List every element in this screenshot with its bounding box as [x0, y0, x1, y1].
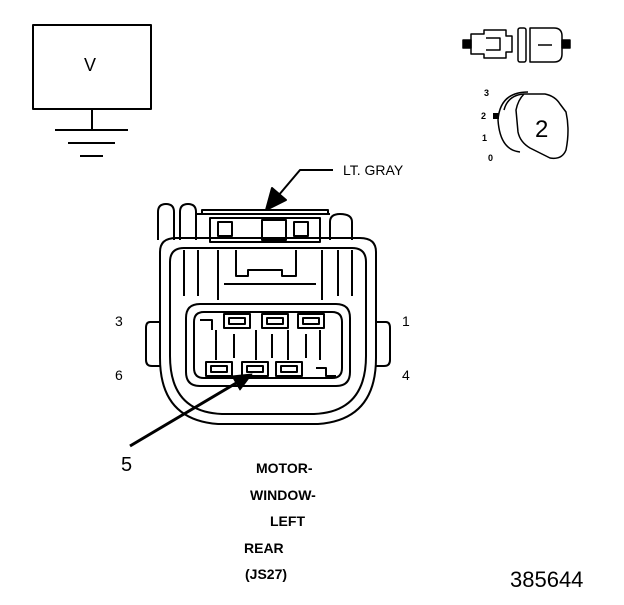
connector-name-line-2: WINDOW-	[250, 487, 316, 503]
color-callout-arrow	[265, 169, 333, 211]
figure-number: 385644	[510, 567, 584, 592]
selector-position-0: 0	[488, 153, 494, 163]
voltmeter-label: V	[84, 55, 97, 75]
pin-label-6: 6	[115, 367, 123, 383]
pin-label-4: 4	[402, 367, 410, 383]
selector-position-3: 3	[484, 88, 490, 98]
pin-label-5: 5	[121, 454, 133, 476]
connector-name-line-3: LEFT	[270, 513, 305, 529]
connector-name-line-5: (JS27)	[245, 566, 288, 582]
connector-body	[145, 203, 391, 425]
selector-position-2: 2	[481, 111, 487, 121]
connector-color-label: LT. GRAY	[343, 162, 404, 178]
selector-selected-value: 2	[535, 116, 549, 143]
voltmeter-symbol	[32, 24, 152, 157]
pin-5-pointer-arrow	[129, 373, 253, 448]
connector-name-line-1: MOTOR-	[256, 460, 313, 476]
pin-label-1: 1	[402, 313, 410, 329]
selector-position-1: 1	[482, 133, 488, 143]
connector-name-line-4: REAR	[244, 540, 284, 556]
connector-disconnect-icon	[462, 27, 571, 63]
selector-dial-icon	[493, 91, 569, 160]
pin-label-3: 3	[115, 313, 123, 329]
